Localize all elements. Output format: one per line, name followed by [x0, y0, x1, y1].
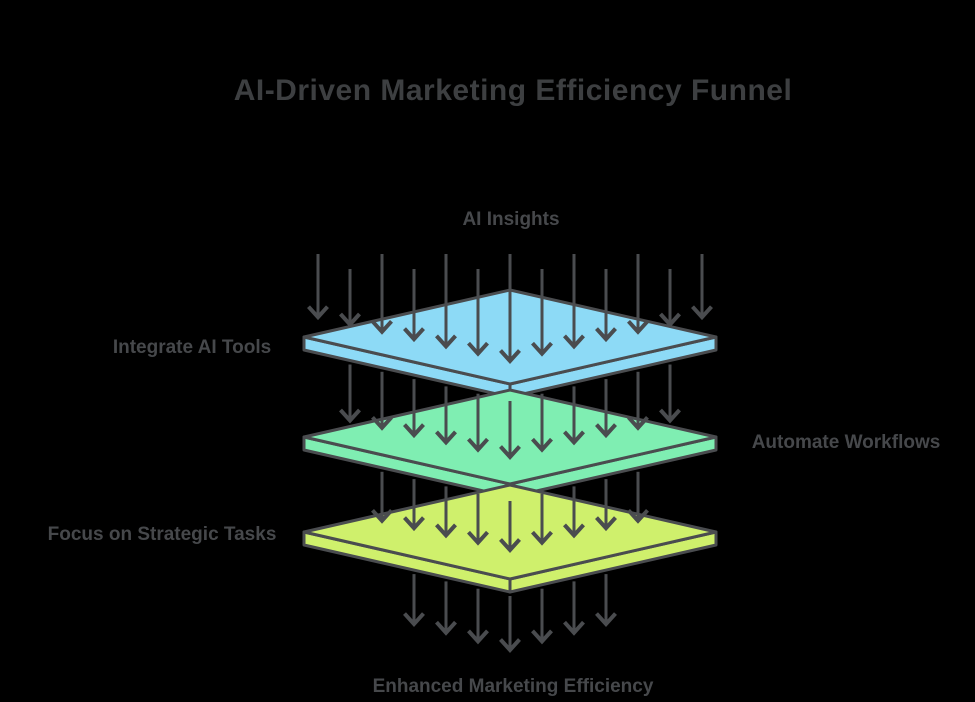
- arrow-head: [595, 516, 617, 532]
- down-arrow-icon: [563, 386, 585, 446]
- down-arrow-icon: [627, 471, 649, 524]
- down-arrow-icon: [467, 269, 489, 357]
- down-arrow-icon: [531, 269, 553, 357]
- layer-2-label: Automate Workflows: [752, 432, 941, 453]
- arrow-head: [531, 341, 553, 357]
- arrow-head: [339, 312, 361, 328]
- down-arrow-icon: [339, 269, 361, 328]
- arrow-head: [691, 305, 713, 321]
- arrow-head: [339, 408, 361, 424]
- down-arrow-icon: [371, 471, 393, 524]
- down-arrow-icon: [403, 269, 425, 343]
- down-arrow-icon: [371, 254, 393, 335]
- down-arrow-icon: [403, 479, 425, 532]
- arrow-head: [499, 538, 521, 553]
- down-arrow-icon: [499, 401, 521, 460]
- diagram-graphics: [302, 254, 718, 653]
- down-arrow-icon: [467, 393, 489, 453]
- arrow-head: [499, 445, 521, 460]
- arrow-head: [595, 423, 617, 439]
- down-arrow-icon: [627, 254, 649, 335]
- arrow-head: [563, 523, 585, 539]
- arrow-head: [435, 620, 457, 636]
- down-arrow-icon: [563, 254, 585, 350]
- arrow-head: [563, 620, 585, 636]
- flow-arrows-stage-2: [339, 364, 681, 460]
- arrow-head: [595, 612, 617, 628]
- output-stage-label: Enhanced Marketing Efficiency: [373, 676, 654, 697]
- arrow-head: [403, 516, 425, 532]
- down-arrow-icon: [531, 493, 553, 546]
- flow-arrows-stage-1: [307, 254, 713, 364]
- arrow-head: [371, 508, 393, 524]
- arrow-head: [467, 341, 489, 357]
- down-arrow-icon: [691, 254, 713, 321]
- arrow-head: [499, 349, 521, 364]
- arrow-head: [403, 327, 425, 343]
- arrow-head: [467, 530, 489, 546]
- arrow-head: [531, 437, 553, 453]
- arrow-head: [403, 612, 425, 628]
- down-arrow-icon: [307, 254, 329, 321]
- down-arrow-icon: [499, 501, 521, 553]
- arrow-head: [659, 408, 681, 424]
- arrow-head: [595, 327, 617, 343]
- down-arrow-icon: [531, 393, 553, 453]
- arrow-head: [531, 629, 553, 645]
- down-arrow-icon: [435, 486, 457, 539]
- flow-arrows-stage-3: [371, 471, 649, 553]
- arrow-head: [403, 423, 425, 439]
- down-arrow-icon: [563, 486, 585, 539]
- down-arrow-icon: [595, 574, 617, 628]
- down-arrow-icon: [659, 364, 681, 424]
- down-arrow-icon: [371, 371, 393, 431]
- arrow-head: [627, 319, 649, 335]
- down-arrow-icon: [595, 479, 617, 532]
- arrow-head: [563, 430, 585, 446]
- arrow-head: [307, 305, 329, 321]
- arrow-head: [435, 334, 457, 350]
- arrow-head: [531, 530, 553, 546]
- input-stage-label: AI Insights: [462, 209, 559, 230]
- arrow-head: [627, 508, 649, 524]
- down-arrow-icon: [435, 254, 457, 350]
- down-arrow-icon: [339, 364, 361, 424]
- layer-3-label: Focus on Strategic Tasks: [48, 524, 277, 545]
- down-arrow-icon: [467, 493, 489, 546]
- diagram-title: AI-Driven Marketing Efficiency Funnel: [234, 74, 793, 107]
- arrow-head: [435, 523, 457, 539]
- down-arrow-icon: [435, 581, 457, 636]
- down-arrow-icon: [499, 254, 521, 364]
- layer-1-label: Integrate AI Tools: [113, 337, 271, 358]
- down-arrow-icon: [531, 588, 553, 645]
- down-arrow-icon: [595, 379, 617, 439]
- arrow-head: [563, 334, 585, 350]
- arrow-head: [435, 430, 457, 446]
- arrow-head: [627, 415, 649, 431]
- down-arrow-icon: [499, 596, 521, 653]
- down-arrow-icon: [563, 581, 585, 636]
- down-arrow-icon: [595, 269, 617, 343]
- down-arrow-icon: [627, 371, 649, 431]
- down-arrow-icon: [467, 588, 489, 645]
- down-arrow-icon: [659, 269, 681, 328]
- arrow-head: [371, 319, 393, 335]
- arrow-head: [467, 437, 489, 453]
- arrow-head: [467, 629, 489, 645]
- down-arrow-icon: [403, 574, 425, 628]
- arrow-head: [371, 415, 393, 431]
- down-arrow-icon: [403, 379, 425, 439]
- arrow-head: [659, 312, 681, 328]
- flow-arrows-stage-4: [403, 574, 617, 653]
- arrow-head: [499, 638, 521, 653]
- down-arrow-icon: [435, 386, 457, 446]
